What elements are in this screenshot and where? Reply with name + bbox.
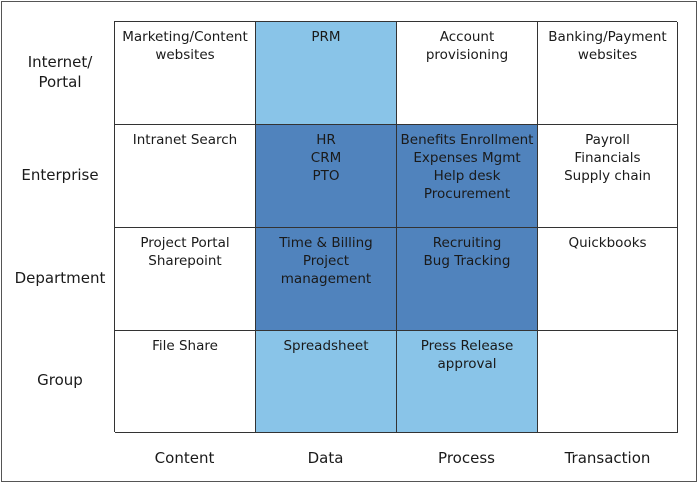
row-label-group: Group — [37, 371, 83, 389]
cell-group-process: Press Release approval — [397, 331, 538, 433]
row-label-internet-portal: Internet/ Portal — [27, 53, 93, 91]
cell-enterprise-process: Benefits Enrollment Expenses Mgmt Help d… — [397, 125, 538, 228]
row-label-department: Department — [14, 269, 106, 287]
cell-group-data: Spreadsheet — [256, 331, 397, 433]
cell-group-transaction — [538, 331, 678, 433]
cell-department-transaction: Quickbooks — [538, 228, 678, 331]
column-label-data: Data — [307, 449, 344, 467]
cell-enterprise-content: Intranet Search — [115, 125, 256, 228]
cell-group-content: File Share — [115, 331, 256, 433]
cell-internet-data: PRM — [256, 22, 397, 125]
cell-internet-transaction: Banking/Payment websites — [538, 22, 678, 125]
column-label-process: Process — [438, 449, 495, 467]
cell-enterprise-transaction: Payroll Financials Supply chain — [538, 125, 678, 228]
column-label-content: Content — [154, 449, 215, 467]
cell-enterprise-data: HR CRM PTO — [256, 125, 397, 228]
cell-department-content: Project Portal Sharepoint — [115, 228, 256, 331]
cell-internet-content: Marketing/Content websites — [115, 22, 256, 125]
matrix-grid: Marketing/Content websites PRM Account p… — [114, 21, 678, 433]
cell-department-data: Time & Billing Project management — [256, 228, 397, 331]
column-label-transaction: Transaction — [564, 449, 651, 467]
cell-department-process: Recruiting Bug Tracking — [397, 228, 538, 331]
row-label-enterprise: Enterprise — [21, 166, 99, 184]
cell-internet-process: Account provisioning — [397, 22, 538, 125]
